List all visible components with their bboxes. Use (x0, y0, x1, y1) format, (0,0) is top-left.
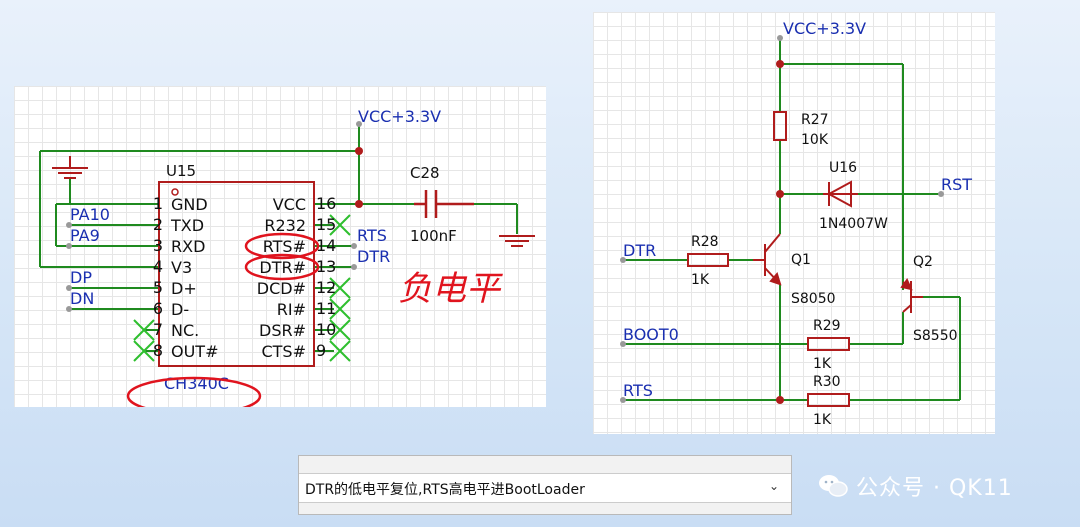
left-pin-number: 5 (153, 278, 163, 297)
resistor-r28 (687, 253, 729, 267)
wechat-icon (819, 475, 848, 497)
capacitor-ref-label: C28 (410, 164, 440, 182)
diode-part-label: 1N4007W (819, 216, 888, 232)
no-connect-marks (133, 214, 351, 362)
net-connectors (66, 222, 357, 312)
left-pin-name: RXD (171, 237, 205, 256)
r27-value-label: 10K (801, 132, 829, 148)
right-pin-number: 10 (316, 320, 336, 339)
right-pin-number: 9 (316, 341, 326, 360)
resistor-r27 (773, 111, 787, 141)
left-pin-name: V3 (171, 258, 192, 277)
right-pin-name: RTS# (263, 237, 306, 256)
q1-ref-label: Q1 (791, 252, 811, 268)
capacitor-c28 (414, 190, 474, 218)
transistor-q2 (900, 277, 923, 313)
right-pin-name: CTS# (261, 342, 306, 361)
diode-ref-label: U16 (829, 160, 857, 176)
r28-value-label: 1K (691, 272, 710, 288)
junction-dot (355, 200, 363, 208)
left-pin-number: 8 (153, 341, 163, 360)
left-pin-name: TXD (170, 216, 204, 235)
junction-dots (776, 60, 784, 404)
left-net-label: PA10 (70, 205, 110, 224)
resistors (687, 111, 850, 407)
right-pin-name: RI# (277, 300, 306, 319)
dtr-net-label: DTR (623, 241, 656, 260)
q2-ref-label: Q2 (913, 254, 933, 270)
boot0-net-label: BOOT0 (623, 325, 679, 344)
watermark-text: 公众号 · QK11 (856, 476, 1013, 501)
left-pin-name: D- (171, 300, 189, 319)
right-wires (623, 38, 961, 401)
ground-symbol (52, 156, 535, 247)
capacitor-value-label: 100nF (410, 227, 457, 245)
rts-net-label: RTS (623, 381, 653, 400)
chip-ref-label: U15 (166, 162, 196, 180)
q1-part-label: S8050 (791, 291, 836, 307)
r29-value-label: 1K (813, 356, 832, 372)
transistor-q1 (753, 233, 782, 286)
junction-dot (355, 147, 363, 155)
caption-select[interactable]: DTR的低电平复位,RTS高电平进BootLoader ⌄ (298, 455, 792, 515)
right-net-label: RTS (357, 226, 387, 245)
vcc-connector (356, 121, 362, 127)
left-pin-number: 4 (153, 257, 163, 276)
net-connectors (620, 35, 944, 403)
r27-ref-label: R27 (801, 112, 829, 128)
right-pin-name: DCD# (257, 279, 306, 298)
right-pin-number: 13 (316, 257, 336, 276)
right-pin-name: DSR# (259, 321, 306, 340)
right-pin-number: 15 (316, 215, 336, 234)
wechat-watermark: 公众号 · QK11 (818, 470, 1013, 502)
left-pin-number: 3 (153, 236, 163, 255)
right-pin-number: 14 (316, 236, 336, 255)
left-pin-name: GND (171, 195, 208, 214)
left-pin-number: 6 (153, 299, 163, 318)
r30-ref-label: R30 (813, 374, 841, 390)
q2-part-label: S8550 (913, 328, 958, 344)
vcc-label: VCC+3.3V (358, 107, 441, 126)
left-pin-number: 2 (153, 215, 163, 234)
resistor-r30 (807, 393, 850, 407)
diode-u16 (823, 180, 858, 208)
left-net-label: DN (70, 289, 94, 308)
left-pin-name: NC. (171, 321, 199, 340)
right-pin-name: DTR# (259, 258, 306, 277)
left-pin-number: 7 (153, 320, 163, 339)
r29-ref-label: R29 (813, 318, 841, 334)
right-pin-number: 16 (316, 194, 336, 213)
left-pin-name: D+ (171, 279, 197, 298)
right-pin-number: 11 (316, 299, 336, 318)
handwritten-note: 负电平 (398, 269, 503, 309)
left-pin-name: OUT# (171, 342, 218, 361)
rst-net-label: RST (941, 175, 972, 194)
resistor-r29 (807, 337, 850, 351)
left-pin-number: 1 (153, 194, 163, 213)
right-pin-number: 12 (316, 278, 336, 297)
r28-ref-label: R28 (691, 234, 719, 250)
left-wires (39, 124, 518, 352)
left-net-label: PA9 (70, 226, 100, 245)
caption-select-value: DTR的低电平复位,RTS高电平进BootLoader (305, 482, 585, 498)
right-net-label: DTR (357, 247, 390, 266)
pin1-marker (171, 188, 179, 196)
right-pin-name: R232 (264, 216, 306, 235)
r30-value-label: 1K (813, 412, 832, 428)
caption-select-field[interactable]: DTR的低电平复位,RTS高电平进BootLoader ⌄ (299, 473, 791, 503)
right-pin-name: VCC (273, 195, 306, 214)
chevron-down-icon[interactable]: ⌄ (768, 479, 779, 493)
left-net-label: DP (70, 268, 92, 287)
vcc-label: VCC+3.3V (783, 19, 866, 38)
red-annotations (126, 232, 320, 407)
